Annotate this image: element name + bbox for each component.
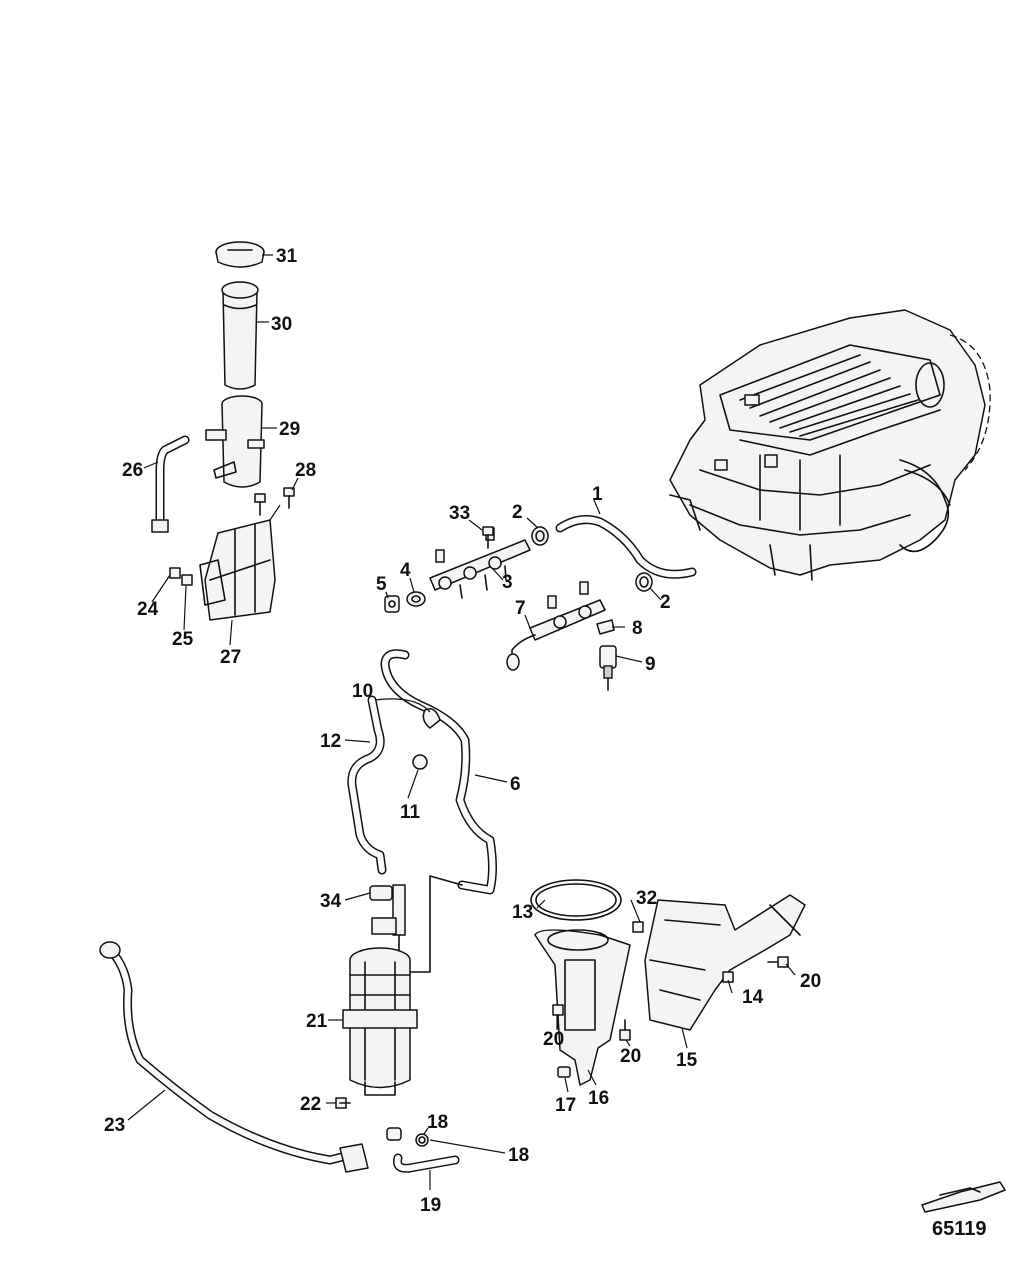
callout-20: 20 (800, 971, 821, 992)
callout-13: 13 (512, 902, 533, 923)
bolt-20a (552, 1004, 564, 1029)
callout-23: 23 (104, 1115, 125, 1136)
callout-22: 22 (300, 1094, 321, 1115)
callout-19: 19 (420, 1195, 441, 1216)
fitting-11 (412, 754, 428, 770)
nut-17 (557, 1066, 571, 1078)
callout-8: 8 (632, 618, 643, 639)
engine-assembly (669, 309, 991, 581)
hose-23 (99, 941, 369, 1173)
bolt-20b (619, 1019, 631, 1041)
fuel-line-1 (555, 515, 697, 579)
bolt-32 (632, 921, 644, 933)
callout-32: 32 (636, 888, 657, 909)
callout-33: 33 (449, 503, 470, 524)
callout-20: 20 (620, 1046, 641, 1067)
fuel-pump-module-21 (342, 884, 418, 1096)
fuel-line-6 (380, 649, 497, 973)
callout-21: 21 (306, 1011, 328, 1032)
gasket-13 (530, 879, 622, 921)
cap-5 (384, 595, 400, 613)
callout-12: 12 (320, 731, 341, 752)
bolt-33 (482, 526, 494, 549)
callout-1: 1 (592, 484, 603, 505)
callout-2: 2 (512, 502, 523, 523)
hose-19 (393, 1153, 460, 1173)
hose-12 (347, 695, 387, 875)
hose-clamp-2a (531, 526, 549, 546)
callout-3: 3 (502, 572, 513, 593)
figure-number: 65119 (932, 1218, 987, 1240)
callout-10: 10 (352, 681, 373, 702)
fuel-rail-3 (429, 527, 531, 599)
filter-cap-31 (215, 241, 265, 268)
clamp-18b (415, 1133, 429, 1147)
fuel-injector-9 (599, 645, 617, 691)
filter-housing-29 (205, 395, 265, 488)
callout-18: 18 (508, 1145, 529, 1166)
bracket-15 (644, 894, 806, 1031)
callout-5: 5 (376, 574, 387, 595)
callout-29: 29 (279, 419, 300, 440)
callout-24: 24 (137, 599, 159, 620)
nut-24 (169, 567, 181, 579)
callout-31: 31 (276, 246, 298, 267)
bolt-22 (335, 1097, 351, 1109)
bracket-27 (199, 504, 281, 621)
callout-28: 28 (295, 460, 316, 481)
callout-20: 20 (543, 1029, 564, 1050)
callout-labels: 1 2 2 3 4 5 6 7 8 9 10 11 12 13 14 15 16… (104, 246, 987, 1240)
hose-clamp-2b (635, 572, 653, 592)
callout-4: 4 (400, 560, 411, 581)
callout-34: 34 (320, 891, 342, 912)
washer-25 (181, 574, 193, 586)
fitting-4 (406, 591, 426, 607)
fuel-rail-7 (506, 581, 606, 671)
retainer-clip-8 (596, 619, 615, 635)
callout-7: 7 (515, 598, 526, 619)
clip-10 (422, 708, 441, 729)
callout-30: 30 (271, 314, 292, 335)
callout-18: 18 (427, 1112, 448, 1133)
callout-17: 17 (555, 1095, 576, 1116)
filter-element-30 (221, 281, 259, 390)
callout-11: 11 (400, 802, 421, 823)
clamp-34 (369, 885, 393, 901)
callout-27: 27 (220, 647, 241, 668)
callout-16: 16 (588, 1088, 609, 1109)
bolt-20c (767, 956, 789, 968)
callout-9: 9 (645, 654, 656, 675)
callout-2: 2 (660, 592, 671, 613)
leader-lines (127, 254, 796, 1190)
callout-25: 25 (172, 629, 194, 650)
bracket-16 (534, 929, 631, 1086)
callout-26: 26 (122, 460, 143, 481)
callout-6: 6 (510, 774, 521, 795)
hose-26 (151, 435, 190, 533)
boat-icon (921, 1181, 1006, 1213)
clamp-18a (386, 1127, 402, 1141)
callout-14: 14 (742, 987, 764, 1008)
callout-15: 15 (676, 1050, 698, 1071)
bolt-28 (254, 487, 295, 516)
